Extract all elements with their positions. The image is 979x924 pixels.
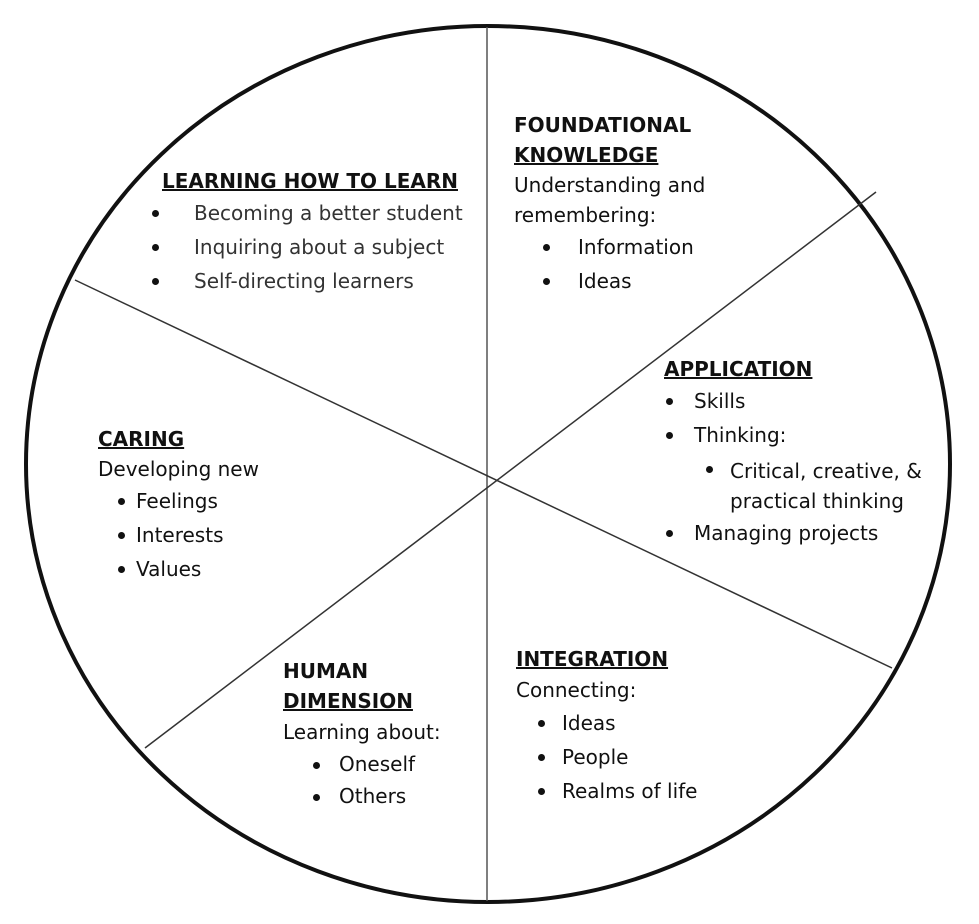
section-title: FOUNDATIONAL: [514, 113, 692, 137]
list-item: Oneself: [283, 748, 441, 780]
divider-diagonal-up: [144, 191, 877, 749]
list-item: Thinking:: [664, 418, 922, 452]
section-title: DIMENSION: [283, 689, 413, 713]
list-item: Realms of life: [516, 774, 697, 808]
section-intro: Connecting:: [516, 678, 637, 702]
list-item: Values: [98, 552, 259, 586]
sub-list-item: Critical, creative, & practical thinking: [664, 452, 922, 516]
section-foundational-knowledge: FOUNDATIONAL KNOWLEDGE Understanding and…: [514, 110, 705, 298]
sub-item-line: Critical, creative, &: [730, 459, 922, 483]
list-item: Self-directing learners: [152, 264, 463, 298]
divider-diagonal-down: [74, 279, 893, 669]
outer-circle: [24, 24, 952, 904]
list-item: Skills: [664, 384, 922, 418]
section-human-dimension: HUMAN DIMENSION Learning about: Oneself …: [283, 656, 441, 812]
section-application: APPLICATION Skills Thinking: Critical, c…: [664, 354, 922, 550]
section-integration: INTEGRATION Connecting: Ideas People Rea…: [516, 644, 697, 808]
section-title: LEARNING HOW TO LEARN: [162, 169, 458, 193]
section-intro: Understanding and: [514, 173, 706, 197]
list-item: Inquiring about a subject: [152, 230, 463, 264]
list-item: Managing projects: [664, 516, 922, 550]
section-caring: CARING Developing new Feelings Interests…: [98, 424, 259, 586]
section-title: HUMAN: [283, 659, 369, 683]
list-item: Ideas: [516, 706, 697, 740]
section-title: CARING: [98, 427, 185, 451]
list-item: Interests: [98, 518, 259, 552]
section-intro: remembering:: [514, 203, 657, 227]
list-item: Ideas: [514, 264, 705, 298]
list-item: Others: [283, 780, 441, 812]
section-title: KNOWLEDGE: [514, 143, 659, 167]
list-item: Information: [514, 230, 705, 264]
section-title: INTEGRATION: [516, 647, 669, 671]
section-intro: Learning about:: [283, 720, 441, 744]
section-learning-how-to-learn: LEARNING HOW TO LEARN Becoming a better …: [152, 166, 463, 298]
list-item: Becoming a better student: [152, 196, 463, 230]
section-intro: Developing new: [98, 457, 259, 481]
list-item: People: [516, 740, 697, 774]
sub-item-line: practical thinking: [730, 489, 904, 513]
list-item: Feelings: [98, 484, 259, 518]
section-title: APPLICATION: [664, 357, 813, 381]
